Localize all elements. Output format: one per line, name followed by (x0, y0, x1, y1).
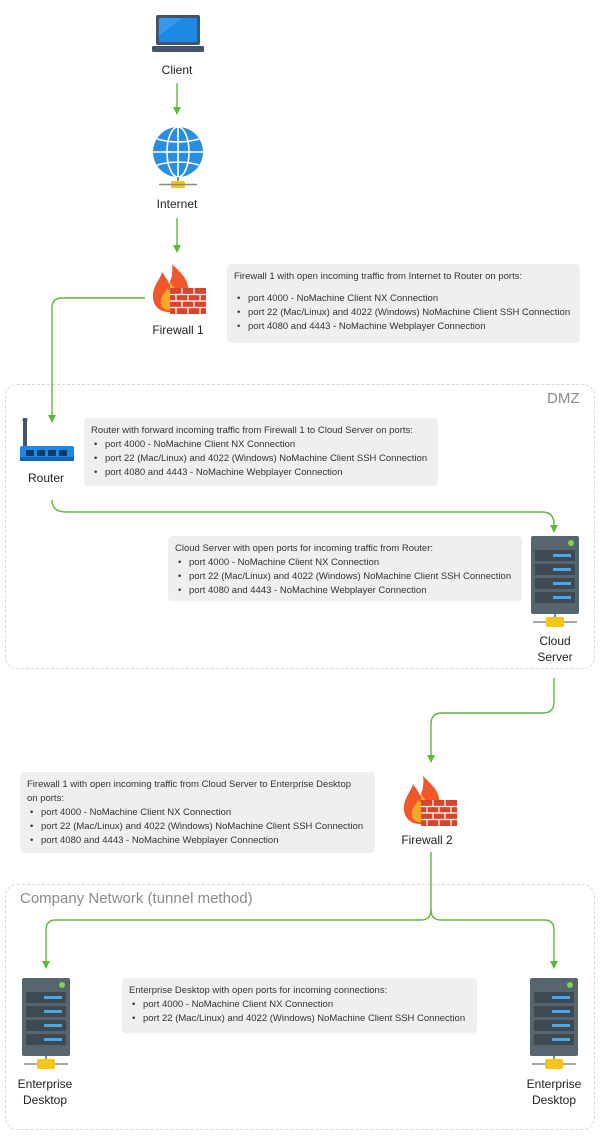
note-heading: Firewall 1 with open incoming traffic fr… (234, 271, 523, 282)
note-item: port 4080 and 4443 - NoMachine Webplayer… (91, 466, 431, 480)
note-item: port 22 (Mac/Linux) and 4022 (Windows) N… (175, 570, 515, 584)
desktop-right-label-line2: Desktop (531, 1093, 577, 1107)
router-label: Router (27, 471, 65, 485)
desktop-right-label-line1: Enterprise (526, 1077, 582, 1091)
note-item: port 4080 and 4443 - NoMachine Webplayer… (175, 584, 515, 598)
cloud-server-label-line1: Cloud (539, 634, 571, 648)
router-note: Router with forward incoming traffic fro… (84, 418, 438, 486)
laptop-icon (152, 15, 204, 52)
cloud-server-label: Cloud Server (515, 633, 595, 665)
note-item: port 4000 - NoMachine Client NX Connecti… (175, 556, 515, 570)
note-item: port 4080 and 4443 - NoMachine Webplayer… (234, 320, 573, 334)
note-heading: Cloud Server with open ports for incomin… (175, 543, 434, 554)
desktop-left-label-line1: Enterprise (17, 1077, 73, 1091)
desktop-left-label: Enterprise Desktop (5, 1076, 85, 1108)
note-item: port 22 (Mac/Linux) and 4022 (Windows) N… (91, 452, 431, 466)
note-heading: Enterprise Desktop with open ports for i… (129, 985, 388, 996)
arrow-firewall2-desktop-left (42, 852, 432, 969)
note-item: port 22 (Mac/Linux) and 4022 (Windows) N… (27, 820, 368, 834)
desktop-right-label: Enterprise Desktop (514, 1076, 594, 1108)
firewall2-label: Firewall 2 (401, 833, 453, 847)
cloud-server-label-line2: Server (537, 650, 573, 664)
note-item: port 22 (Mac/Linux) and 4022 (Windows) N… (234, 306, 573, 320)
router-icon (20, 418, 74, 461)
note-item: port 22 (Mac/Linux) and 4022 (Windows) N… (129, 1012, 470, 1026)
firewall2-note: Firewall 1 with open incoming traffic fr… (20, 772, 375, 853)
company-network-zone-label: Company Network (tunnel method) (20, 890, 253, 907)
note-item: port 4000 - NoMachine Client NX Connecti… (234, 292, 573, 306)
globe-icon (153, 126, 203, 188)
desktop-left-label-line2: Desktop (22, 1093, 68, 1107)
company-network-zone (5, 884, 595, 1130)
desktop-note: Enterprise Desktop with open ports for i… (122, 978, 477, 1033)
note-item: port 4000 - NoMachine Client NX Connecti… (91, 438, 431, 452)
dmz-zone (5, 384, 595, 669)
note-heading: Router with forward incoming traffic fro… (91, 425, 413, 436)
note-item: port 4000 - NoMachine Client NX Connecti… (27, 806, 368, 820)
arrow-firewall1-router (48, 297, 145, 423)
cloud-server-note: Cloud Server with open ports for incomin… (168, 536, 522, 601)
arrow-firewall2-desktop-right (430, 909, 558, 969)
firewall1-note: Firewall 1 with open incoming traffic fr… (227, 264, 580, 343)
server-icon (530, 978, 578, 1069)
note-item: port 4080 and 4443 - NoMachine Webplayer… (27, 834, 368, 848)
firewall-icon (403, 776, 457, 826)
firewall1-label: Firewall 1 (152, 323, 204, 337)
server-icon (22, 978, 70, 1069)
dmz-zone-label: DMZ (547, 390, 580, 407)
client-label: Client (161, 63, 193, 77)
internet-label: Internet (156, 197, 198, 211)
arrow-router-cloud-server (51, 499, 558, 533)
server-icon (531, 536, 579, 627)
note-heading: Firewall 1 with open incoming traffic fr… (27, 779, 352, 804)
note-item: port 4000 - NoMachine Client NX Connecti… (129, 998, 470, 1012)
firewall-icon (152, 264, 206, 314)
arrow-cloud-server-firewall2 (427, 678, 555, 763)
